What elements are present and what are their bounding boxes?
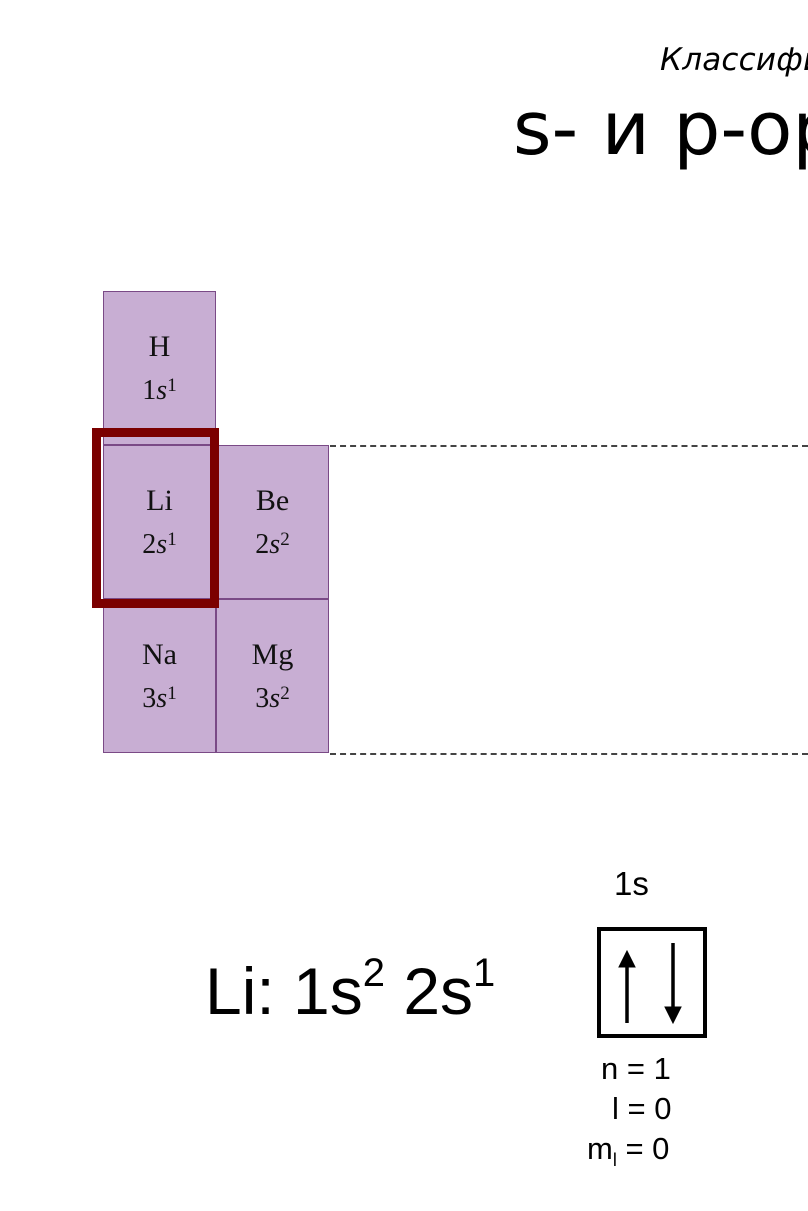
element-symbol: Li (146, 483, 173, 517)
element-config: 3s2 (255, 682, 290, 714)
element-config: 1s1 (142, 374, 177, 406)
element-symbol: Be (255, 483, 290, 517)
electron-pair-icon (618, 943, 682, 1025)
element-symbol: Mg (251, 637, 294, 671)
quantum-number-n: n = 1 (601, 1051, 671, 1086)
element-symbol: Na (142, 637, 177, 671)
element-config: 2s1 (142, 528, 177, 560)
element-cell-h: H 1s1 (103, 291, 216, 445)
orbital-box (597, 927, 707, 1038)
selection-highlight (92, 428, 219, 608)
quantum-number-ml: ml = 0 (587, 1131, 670, 1171)
element-cell-na: Na 3s1 (103, 599, 216, 753)
dashed-guide-bottom (330, 753, 808, 755)
spin-down-arrow-icon (664, 1006, 682, 1025)
slide-title: s- и p-ор (513, 86, 808, 172)
element-config: 3s1 (142, 682, 177, 714)
slide-subtitle: Классифи (660, 42, 808, 78)
quantum-number-l: l = 0 (612, 1091, 672, 1126)
element-symbol: H (148, 329, 171, 363)
element-cell-li: Li 2s1 (103, 445, 216, 599)
element-config: 2s2 (255, 528, 290, 560)
dashed-guide-top (330, 445, 808, 447)
orbital-label: 1s (614, 865, 649, 902)
electron-configuration: Li: 1s2 2s1 (205, 951, 496, 1028)
element-cell-mg: Mg 3s2 (216, 599, 329, 753)
element-cell-be: Be 2s2 (216, 445, 329, 599)
